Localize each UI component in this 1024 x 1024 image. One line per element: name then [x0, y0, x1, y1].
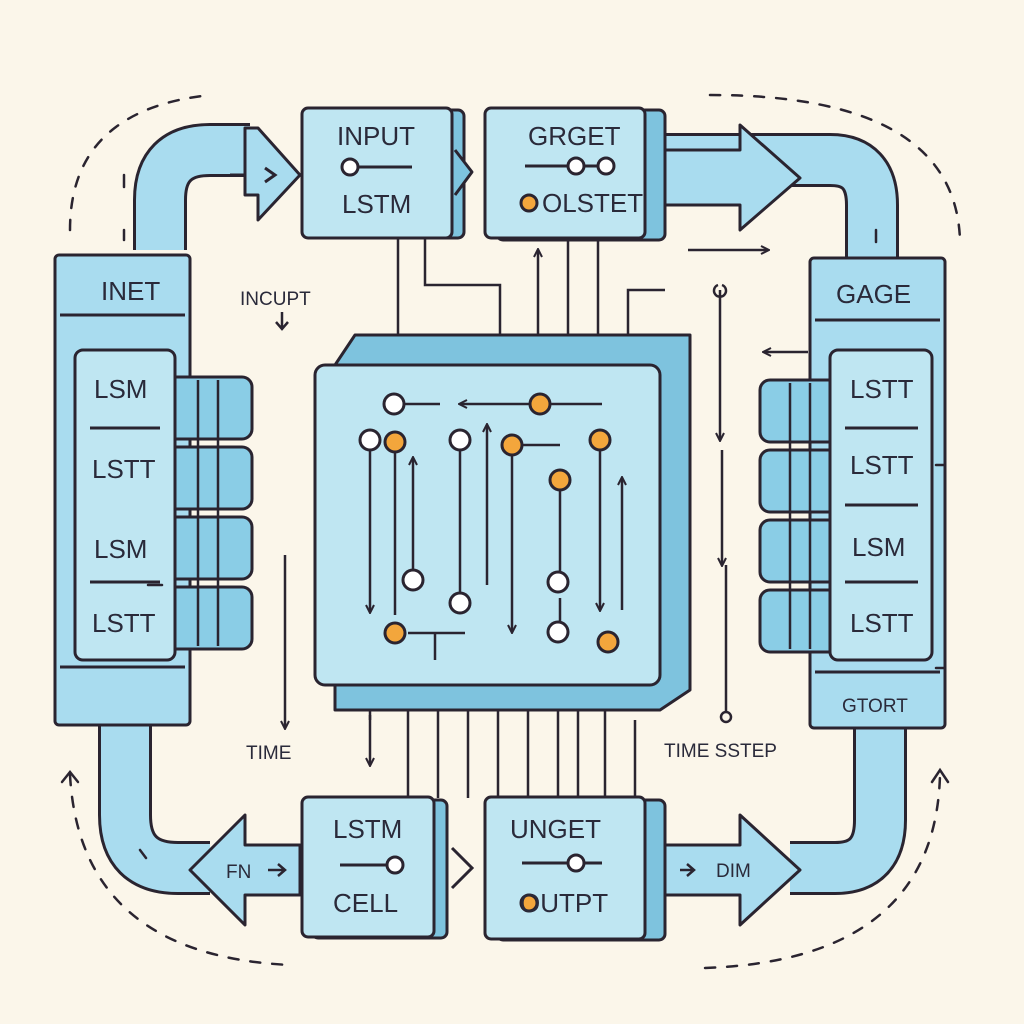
dim-label: DIM	[716, 861, 751, 882]
svg-text:TIME: TIME	[246, 743, 291, 764]
annotation-time: TIME	[246, 555, 291, 764]
corner-arrow-icons	[60, 767, 950, 784]
right-stack-item-3: LSM	[852, 532, 905, 562]
input-lstm-title: INPUT	[337, 121, 415, 151]
node-icon	[519, 193, 539, 213]
unget-outpt-title: UNGET	[510, 814, 601, 844]
left-stack-item-1: LSM	[94, 374, 147, 404]
grget-olstet-subtitle: OLSTET	[542, 188, 643, 218]
pipe-arrow-bottom-left: FN	[188, 813, 302, 927]
slider-icon	[340, 157, 412, 177]
dashed-arcs	[68, 93, 962, 970]
pipe-arrow-bottom-right: DIM	[663, 813, 802, 927]
right-stack-header: GAGE	[836, 279, 911, 309]
cell-nodes	[358, 392, 620, 654]
pipe-arrow-top-right	[663, 123, 802, 232]
annotation-time-sstep: TIME SSTEP	[664, 250, 808, 762]
unget-outpt-subtitle: OUTPT	[520, 888, 608, 918]
box-input-lstm: INPUT LSTM	[300, 106, 474, 240]
box-grget-olstet: GRGET OLSTET	[483, 106, 667, 242]
input-lstm-subtitle: LSTM	[342, 189, 411, 219]
slider-icon	[522, 853, 602, 873]
fn-label: FN	[226, 862, 251, 883]
left-stack-tabs	[158, 375, 254, 651]
right-stack: GAGE GTORT LSTT LSTT LSM LSTT	[758, 256, 947, 730]
pipe-loop	[98, 123, 907, 895]
lstm-cell-subtitle: CELL	[333, 888, 398, 918]
svg-text:TIME SSTEP: TIME SSTEP	[664, 741, 777, 762]
grget-olstet-title: GRGET	[528, 121, 621, 151]
right-stack-item-4: LSTT	[850, 608, 914, 638]
slider-icon	[525, 156, 616, 176]
pipe-tick-marks	[122, 173, 946, 860]
left-stack-item-4: LSTT	[92, 608, 156, 638]
central-cell	[313, 333, 692, 712]
box-unget-outpt: UNGET OUTPT	[483, 795, 667, 942]
right-stack-item-2: LSTT	[850, 450, 914, 480]
left-stack-header: INET	[101, 276, 160, 306]
annotation-incupt: INCUPT	[240, 289, 311, 331]
slider-icon	[340, 855, 405, 875]
left-stack: INET LSM LSTT LSM LSTT	[53, 253, 254, 727]
right-stack-footer: GTORT	[842, 696, 908, 717]
lstm-cell-title: LSTM	[333, 814, 402, 844]
node-icon	[519, 893, 539, 913]
box-lstm-cell: LSTM CELL	[300, 795, 475, 940]
pipe-arrow-top-left	[230, 126, 302, 222]
left-stack-item-3: LSM	[94, 534, 147, 564]
right-stack-item-1: LSTT	[850, 374, 914, 404]
left-stack-item-2: LSTT	[92, 454, 156, 484]
svg-text:INCUPT: INCUPT	[240, 289, 311, 310]
